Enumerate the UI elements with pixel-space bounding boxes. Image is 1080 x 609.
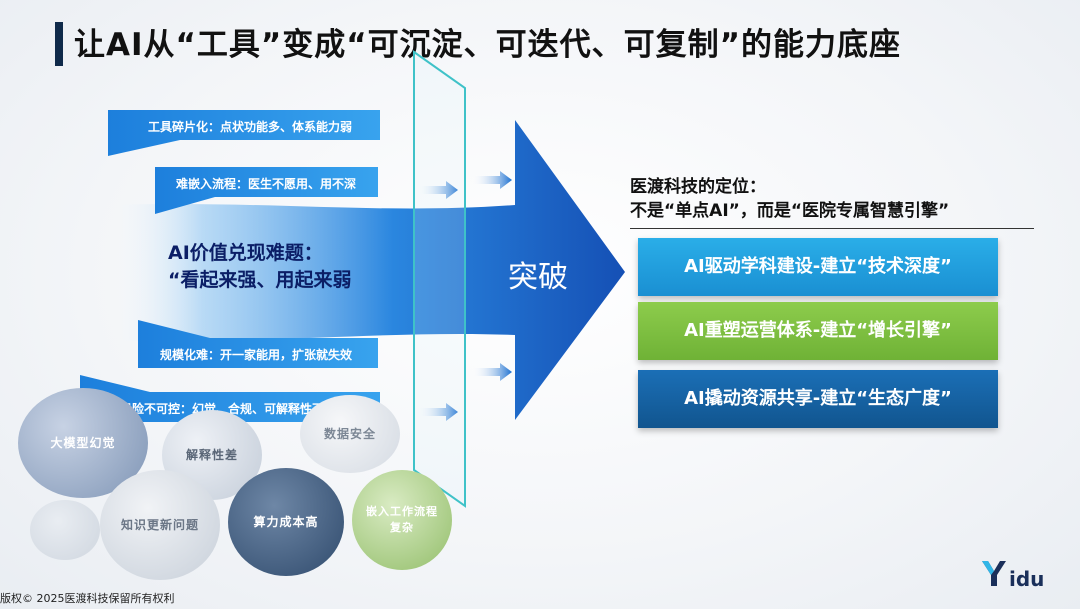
bubble-workflow-integration: 嵌入工作流程 复杂 (352, 470, 452, 570)
bubble-compute-cost: 算力成本高 (228, 468, 344, 576)
page-title: 让AI从“工具”变成“可沉淀、可迭代、可复制”的能力底座 (74, 27, 902, 63)
bubble-workflow-line2: 复杂 (390, 521, 414, 534)
small-arrow-4 (418, 403, 458, 421)
problem-label-4: 风险不可控：幻觉、合规、可解释性不足 (120, 402, 337, 416)
positioning-heading: 医渡科技的定位： 不是“单点AI”，而是“医院专属智慧引擎” (630, 175, 949, 223)
breakthrough-panel-outline (413, 50, 466, 508)
card-resource-sharing: AI撬动资源共享-建立“生态广度” (638, 370, 998, 428)
positioning-divider (630, 228, 1034, 229)
ai-value-challenge-line2: “看起来强、用起来弱 (168, 269, 352, 291)
ai-value-challenge: AI价值兑现难题： “看起来强、用起来弱 (168, 240, 352, 294)
copyright-notice: 版权© 2025医渡科技保留所有权利 (0, 592, 175, 605)
svg-text:idu: idu (1009, 567, 1044, 589)
problem-tab-4-shape (80, 375, 380, 422)
ai-value-challenge-line1: AI价值兑现难题： (168, 242, 323, 264)
bubble-data-security: 数据安全 (300, 395, 400, 473)
bubble-workflow-line1: 嵌入工作流程 (366, 505, 438, 518)
problem-label-1: 工具碎片化：点状功能多、体系能力弱 (148, 120, 353, 134)
problem-label-2: 难嵌入流程：医生不愿用、用不深 (176, 177, 357, 191)
small-arrow-3 (472, 363, 512, 381)
card-operations-system: AI重塑运营体系-建立“增长引擎” (638, 302, 998, 360)
decorative-bubble (30, 500, 100, 560)
big-arrow-shape (110, 120, 625, 420)
small-arrow-2 (472, 171, 512, 189)
title-accent-bar (55, 22, 63, 66)
breakthrough-label: 突破 (508, 260, 568, 295)
positioning-line1: 医渡科技的定位： (630, 177, 766, 197)
small-arrow-1 (418, 181, 458, 199)
positioning-line2: 不是“单点AI”，而是“医院专属智慧引擎” (630, 201, 950, 221)
problem-tab-2-shape (155, 167, 378, 214)
problem-tab-1-shape (108, 110, 380, 156)
problem-tab-3-shape (138, 320, 378, 368)
card-discipline-building: AI驱动学科建设-建立“技术深度” (638, 238, 998, 296)
bubble-knowledge-update: 知识更新问题 (100, 470, 220, 580)
yidu-logo: idu (982, 561, 1044, 589)
problem-label-3: 规模化难：开一家能用，扩张就失效 (160, 348, 353, 362)
